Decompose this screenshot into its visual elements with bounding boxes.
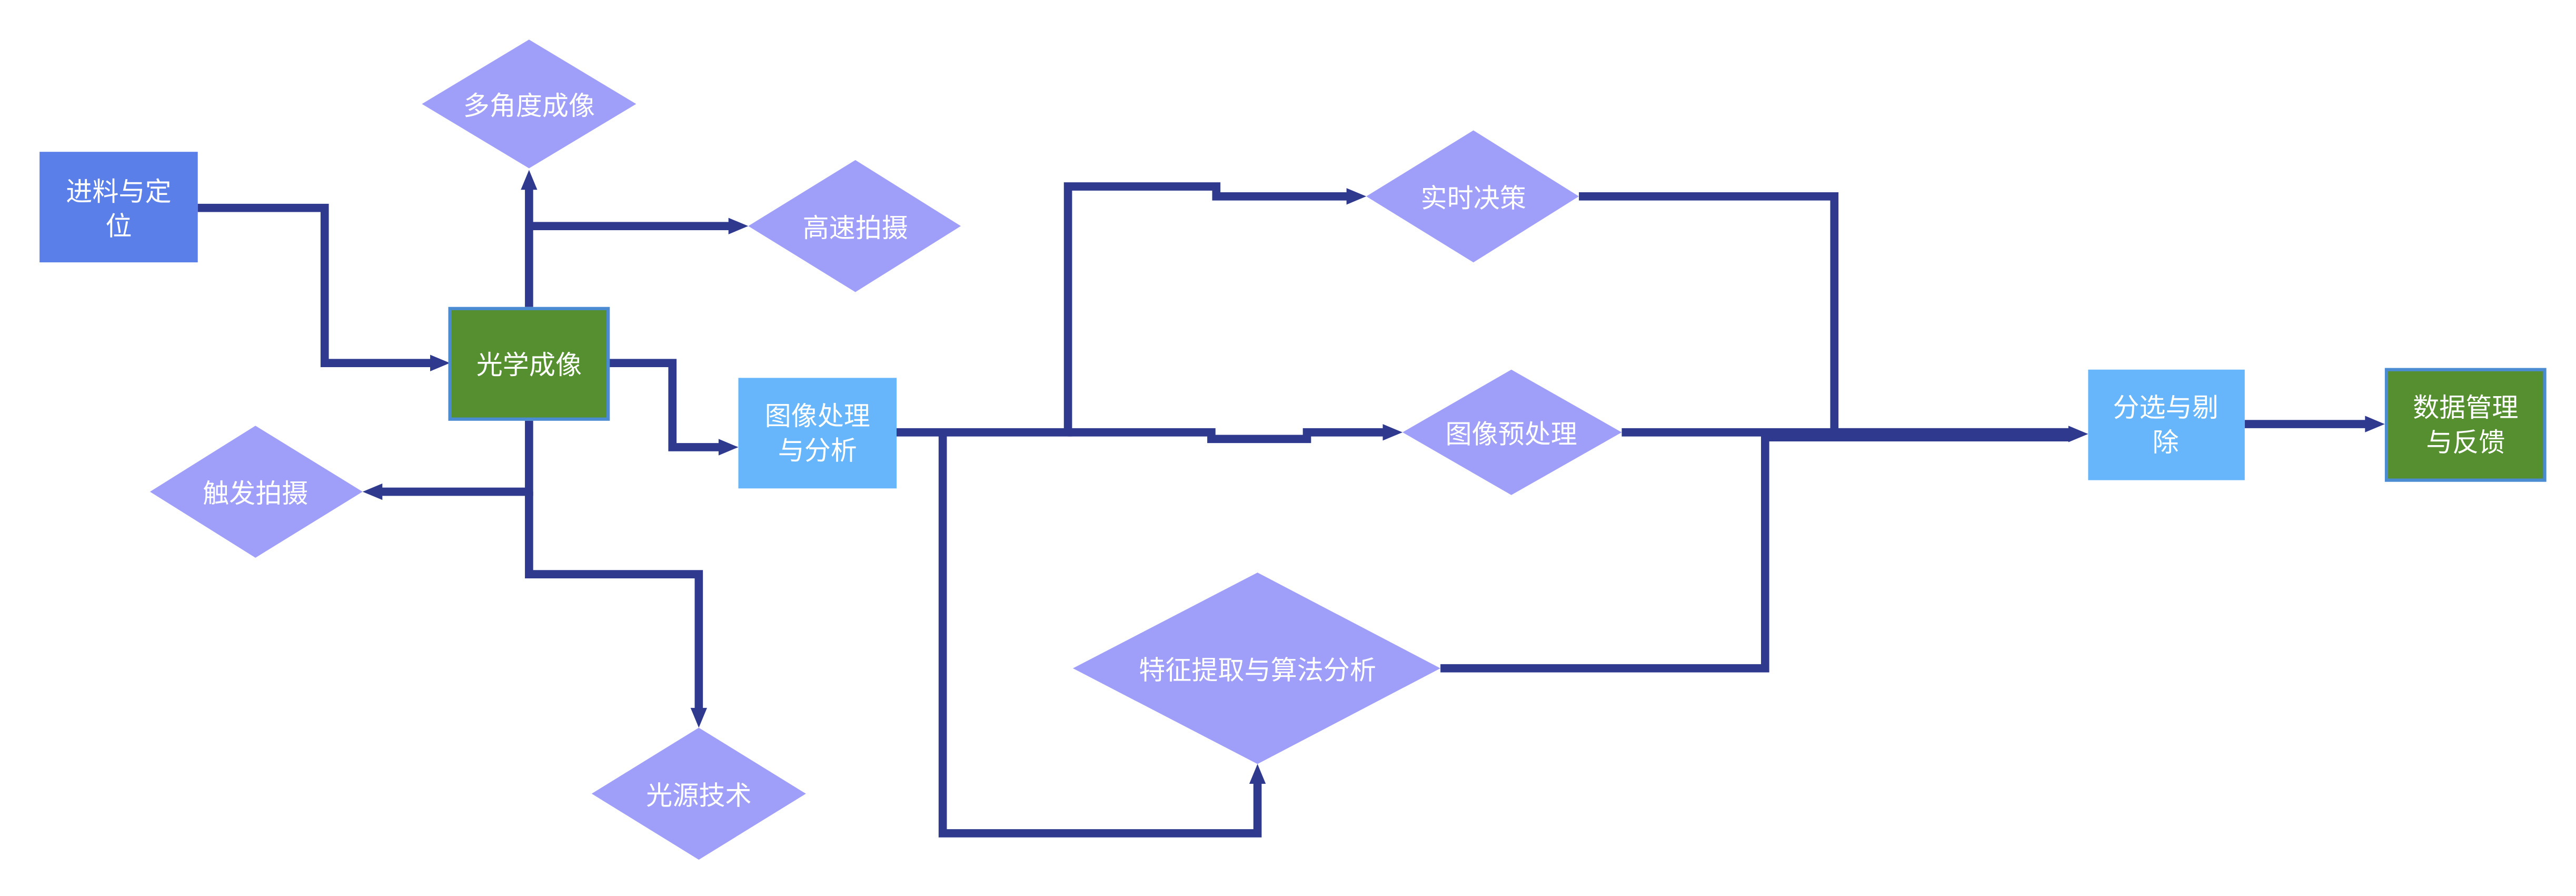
node-shape — [2088, 369, 2245, 480]
node-shape — [422, 40, 636, 169]
node-light-source-tech[interactable]: 光源技术 — [591, 727, 806, 860]
node-label: 触发拍摄 — [203, 478, 308, 509]
arrowhead-icon — [2068, 426, 2088, 442]
node-label-line2: 与分析 — [778, 435, 857, 466]
node-shape — [39, 152, 198, 263]
node-label: 图像预处理 — [1445, 418, 1577, 449]
arrowhead-icon — [1383, 424, 1403, 441]
node-shape — [150, 426, 363, 558]
arrowhead-icon — [2365, 416, 2385, 432]
edges — [197, 170, 2385, 838]
node-shape — [2384, 368, 2547, 482]
arrowhead-icon — [690, 707, 707, 728]
edge-feed-to-optical — [197, 203, 432, 368]
node-shape — [1403, 369, 1622, 495]
edge-image-proc-to-preproc — [1068, 428, 1385, 444]
edge-realtime-to-sorting — [1579, 192, 2070, 437]
edge-optical-to-light-source — [525, 491, 703, 710]
node-high-speed-capture[interactable]: 高速拍摄 — [748, 160, 961, 292]
node-shape — [591, 727, 806, 860]
edge-optical-to-image-proc — [608, 359, 721, 451]
node-label: 实时决策 — [1421, 182, 1526, 213]
arrowhead-icon — [1346, 188, 1367, 205]
node-shape — [748, 160, 961, 292]
node-label: 多角度成像 — [463, 90, 595, 121]
node-label-line2: 与反馈 — [2426, 427, 2505, 458]
edge-optical-to-trigger — [381, 420, 533, 496]
node-label-line1: 数据管理 — [2413, 392, 2518, 423]
edge-image-proc-to-feature — [938, 432, 1262, 838]
node-feature-extraction[interactable]: 特征提取与算法分析 — [1072, 573, 1441, 764]
node-label: 光源技术 — [646, 780, 751, 811]
node-label-line1: 进料与定 — [66, 176, 171, 207]
node-shape — [1072, 573, 1441, 764]
node-data-management[interactable]: 数据管理 与反馈 — [2384, 368, 2547, 482]
node-sorting-rejection[interactable]: 分选与剔 除 — [2088, 369, 2245, 480]
arrowhead-icon — [728, 218, 749, 234]
edge-image-proc-to-realtime — [897, 182, 1348, 437]
node-image-preprocessing[interactable]: 图像预处理 — [1403, 369, 1622, 495]
node-label-line1: 分选与剔 — [2113, 392, 2218, 423]
node-shape — [1366, 130, 1579, 263]
node-label: 高速拍摄 — [803, 212, 908, 243]
node-realtime-decision[interactable]: 实时决策 — [1366, 130, 1579, 263]
arrowhead-icon — [1249, 764, 1266, 784]
nodes: 进料与定 位 光学成像 多角度成像 高速拍摄 触发拍摄 光源技术 — [39, 40, 2547, 860]
arrowhead-icon — [362, 483, 383, 500]
node-shape — [738, 378, 897, 489]
arrowhead-icon — [430, 355, 450, 371]
node-label-line1: 图像处理 — [765, 400, 870, 431]
node-label-line2: 除 — [2152, 427, 2179, 458]
node-label: 特征提取与算法分析 — [1139, 654, 1376, 685]
node-trigger-capture[interactable]: 触发拍摄 — [150, 426, 363, 558]
node-shape — [448, 307, 610, 421]
node-feed-positioning[interactable]: 进料与定 位 — [39, 152, 198, 263]
edge-feature-to-sorting — [1440, 433, 2070, 673]
node-image-processing[interactable]: 图像处理 与分析 — [738, 378, 897, 489]
arrowhead-icon — [521, 170, 538, 190]
node-optical-imaging[interactable]: 光学成像 — [448, 307, 610, 421]
node-label-line2: 位 — [105, 211, 132, 242]
node-label: 光学成像 — [476, 349, 582, 380]
arrowhead-icon — [718, 439, 739, 456]
node-multi-angle-imaging[interactable]: 多角度成像 — [422, 40, 636, 169]
